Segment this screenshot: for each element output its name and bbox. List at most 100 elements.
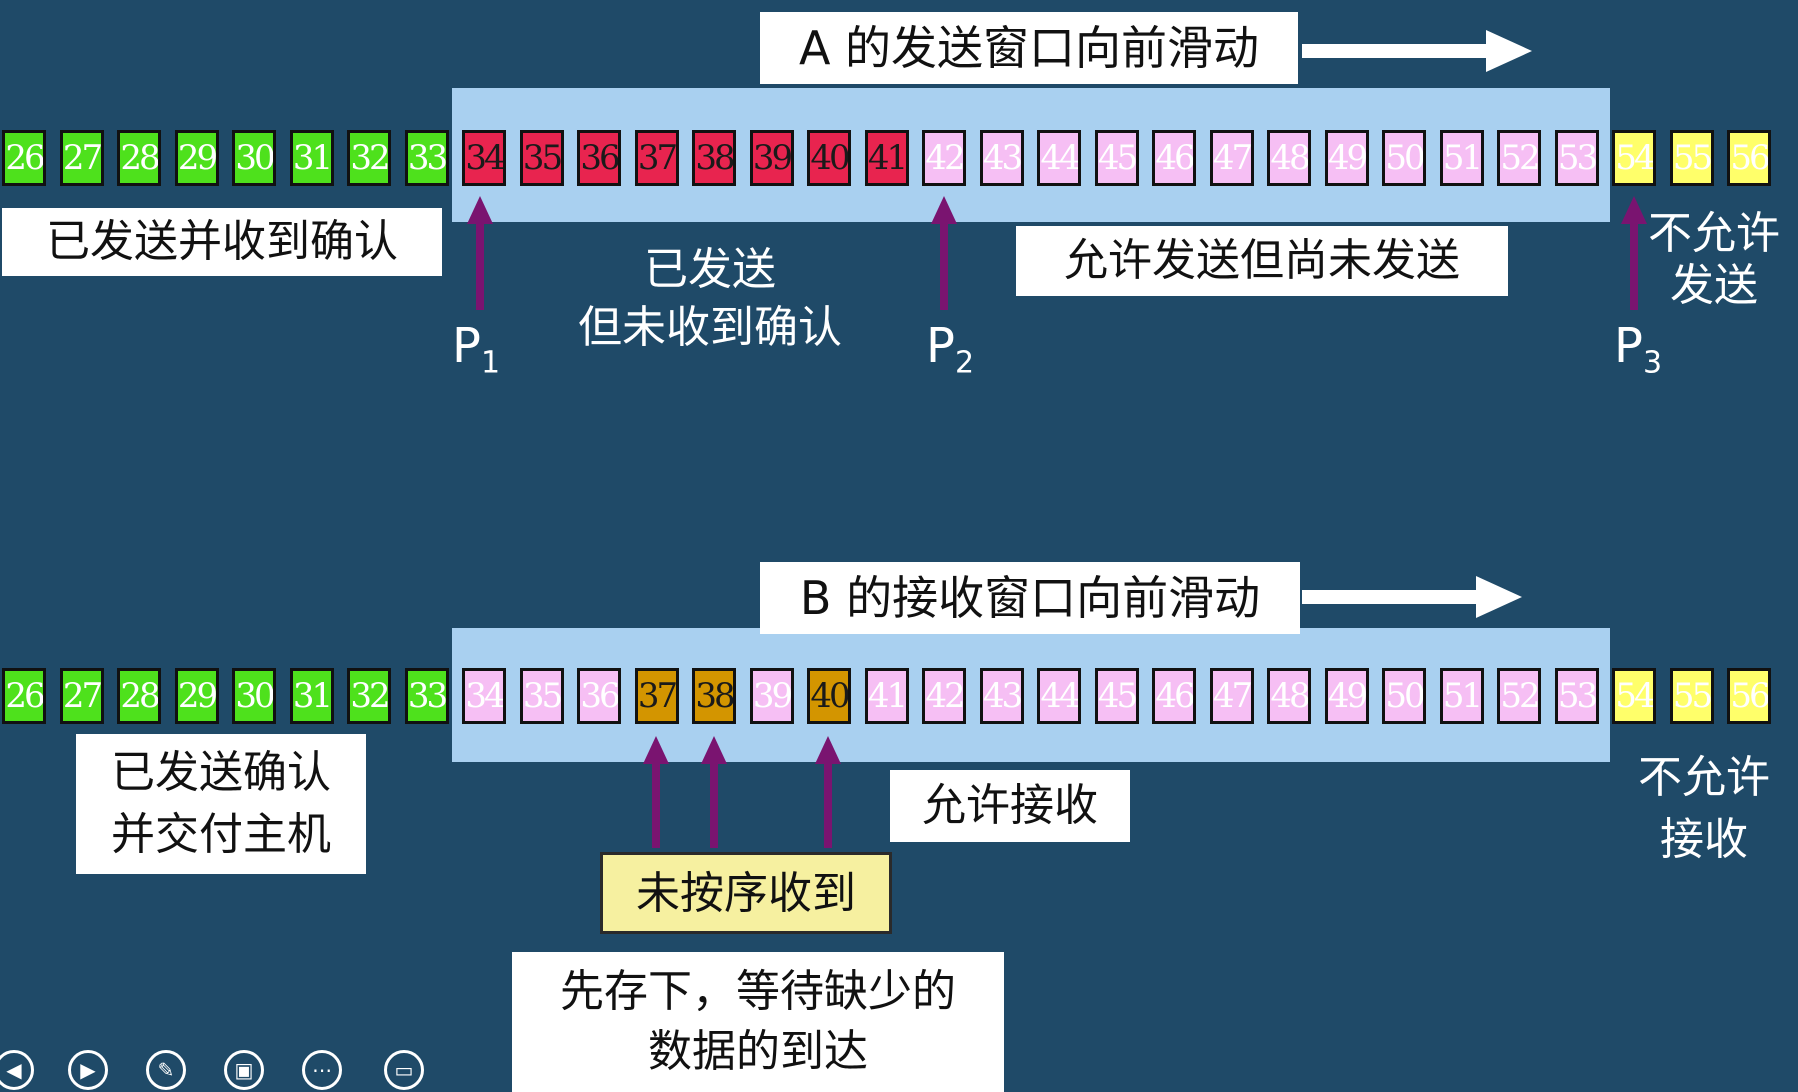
sender-label-sent-line1: 已发送	[644, 244, 776, 295]
receiver-seq-cell-47: 47	[1209, 668, 1254, 724]
receiver-seq-cell-35: 35	[519, 668, 564, 724]
sender-label-not-allowed: 不允许 发送	[1630, 208, 1798, 312]
receiver-seq-cell-38: 38	[692, 668, 736, 724]
receiver-label-not-allowed: 不允许 接收	[1616, 752, 1792, 866]
sender-label-sent-line2: 但未收到确认	[578, 302, 842, 353]
receiver-seq-cell-52: 52	[1497, 668, 1541, 724]
next-icon[interactable]: ▶	[68, 1050, 108, 1090]
screen-icon[interactable]: ▣	[224, 1050, 264, 1090]
sender-window-title: A 的发送窗口向前滑动	[760, 12, 1298, 84]
sender-seq-cell-28: 28	[117, 130, 161, 186]
sender-seq-cell-47: 47	[1209, 130, 1254, 186]
receiver-seq-cell-31: 31	[289, 668, 334, 724]
sender-seq-cell-43: 43	[979, 130, 1024, 186]
more-icon[interactable]: ⋯	[302, 1050, 342, 1090]
sender-seq-cell-48: 48	[1267, 130, 1311, 186]
sender-seq-cell-51: 51	[1439, 130, 1484, 186]
sender-seq-cell-33: 33	[404, 130, 449, 186]
receiver-label-note-line2: 数据的到达	[648, 1026, 868, 1077]
receiver-label-note-line1: 先存下，等待缺少的	[560, 966, 956, 1017]
sender-seq-cell-35: 35	[519, 130, 564, 186]
receiver-seq-cell-33: 33	[404, 668, 449, 724]
sender-seq-cell-40: 40	[807, 130, 851, 186]
receiver-seq-cell-41: 41	[864, 668, 909, 724]
receiver-label-not-allowed-line1: 不允许	[1638, 752, 1770, 803]
pointer-p1-arrow	[467, 196, 493, 310]
receiver-label-delivered: 已发送确认 并交付主机	[76, 734, 366, 874]
sender-seq-cell-55: 55	[1669, 130, 1714, 186]
receiver-window-title: B 的接收窗口向前滑动	[760, 562, 1300, 634]
sender-seq-cell-31: 31	[289, 130, 334, 186]
sender-seq-cell-37: 37	[634, 130, 679, 186]
receiver-label-allowed: 允许接收	[890, 770, 1130, 842]
receiver-seq-cell-34: 34	[462, 668, 506, 724]
receiver-seq-cell-32: 32	[347, 668, 391, 724]
sender-seq-cell-39: 39	[749, 130, 794, 186]
receiver-seq-cell-40: 40	[807, 668, 851, 724]
receiver-label-not-allowed-line2: 接收	[1660, 814, 1748, 865]
sender-seq-cell-42: 42	[922, 130, 966, 186]
sender-label-not-allowed-line1: 不允许	[1648, 208, 1780, 259]
sender-seq-cell-27: 27	[59, 130, 104, 186]
sender-label-acked: 已发送并收到确认	[2, 208, 442, 276]
pointer-p3-label: P3	[1614, 318, 1663, 381]
sender-window-band	[452, 88, 1610, 222]
sender-seq-cell-32: 32	[347, 130, 391, 186]
receiver-seq-cell-56: 56	[1727, 668, 1771, 724]
receiver-seq-cell-49: 49	[1324, 668, 1369, 724]
out-of-order-arrow-38	[701, 736, 727, 848]
receiver-seq-cell-39: 39	[749, 668, 794, 724]
pointer-p3-arrow	[1621, 196, 1647, 310]
receiver-seq-cell-42: 42	[922, 668, 966, 724]
receiver-label-delivered-line1: 已发送确认	[111, 747, 331, 798]
receiver-seq-cell-54: 54	[1612, 668, 1656, 724]
pointer-p1-label: P1	[452, 318, 501, 381]
sender-label-not-allowed-line2: 发送	[1670, 260, 1758, 311]
receiver-seq-cell-44: 44	[1037, 668, 1081, 724]
sender-seq-cell-54: 54	[1612, 130, 1656, 186]
sender-seq-cell-50: 50	[1382, 130, 1426, 186]
receiver-slide-arrow	[1302, 576, 1522, 618]
receiver-seq-cell-53: 53	[1554, 668, 1599, 724]
sender-seq-cell-56: 56	[1727, 130, 1771, 186]
sender-seq-cell-46: 46	[1152, 130, 1196, 186]
receiver-window-band	[452, 628, 1610, 762]
receiver-seq-cell-46: 46	[1152, 668, 1196, 724]
sender-seq-cell-30: 30	[232, 130, 276, 186]
receiver-seq-cell-28: 28	[117, 668, 161, 724]
receiver-seq-cell-30: 30	[232, 668, 276, 724]
sender-seq-cell-36: 36	[577, 130, 621, 186]
sender-label-allowed: 允许发送但尚未发送	[1016, 226, 1508, 296]
receiver-seq-cell-36: 36	[577, 668, 621, 724]
sender-seq-cell-41: 41	[864, 130, 909, 186]
receiver-seq-cell-45: 45	[1094, 668, 1139, 724]
receiver-seq-cell-43: 43	[979, 668, 1024, 724]
receiver-label-out-of-order: 未按序收到	[600, 852, 892, 934]
sender-seq-cell-26: 26	[2, 130, 46, 186]
sender-seq-cell-44: 44	[1037, 130, 1081, 186]
receiver-seq-cell-55: 55	[1669, 668, 1714, 724]
receiver-seq-cell-29: 29	[174, 668, 219, 724]
exit-presentation-icon[interactable]: ▭	[384, 1050, 424, 1090]
sender-seq-cell-52: 52	[1497, 130, 1541, 186]
sender-seq-cell-45: 45	[1094, 130, 1139, 186]
out-of-order-arrow-40	[815, 736, 841, 848]
receiver-seq-cell-37: 37	[634, 668, 679, 724]
receiver-label-delivered-line2: 并交付主机	[111, 809, 331, 860]
prev-icon[interactable]: ◀	[0, 1050, 34, 1090]
receiver-seq-cell-27: 27	[59, 668, 104, 724]
receiver-label-note: 先存下，等待缺少的 数据的到达	[512, 952, 1004, 1092]
out-of-order-arrow-37	[643, 736, 669, 848]
sender-seq-cell-53: 53	[1554, 130, 1599, 186]
receiver-seq-cell-51: 51	[1439, 668, 1484, 724]
sender-slide-arrow	[1302, 30, 1532, 72]
sender-label-sent: 已发送 但未收到确认	[535, 244, 885, 354]
pointer-p2-label: P2	[926, 318, 975, 381]
sender-seq-cell-38: 38	[692, 130, 736, 186]
sender-seq-cell-29: 29	[174, 130, 219, 186]
pointer-p2-arrow	[931, 196, 957, 310]
pen-icon[interactable]: ✎	[146, 1050, 186, 1090]
sender-seq-cell-34: 34	[462, 130, 506, 186]
sender-seq-cell-49: 49	[1324, 130, 1369, 186]
receiver-seq-cell-50: 50	[1382, 668, 1426, 724]
